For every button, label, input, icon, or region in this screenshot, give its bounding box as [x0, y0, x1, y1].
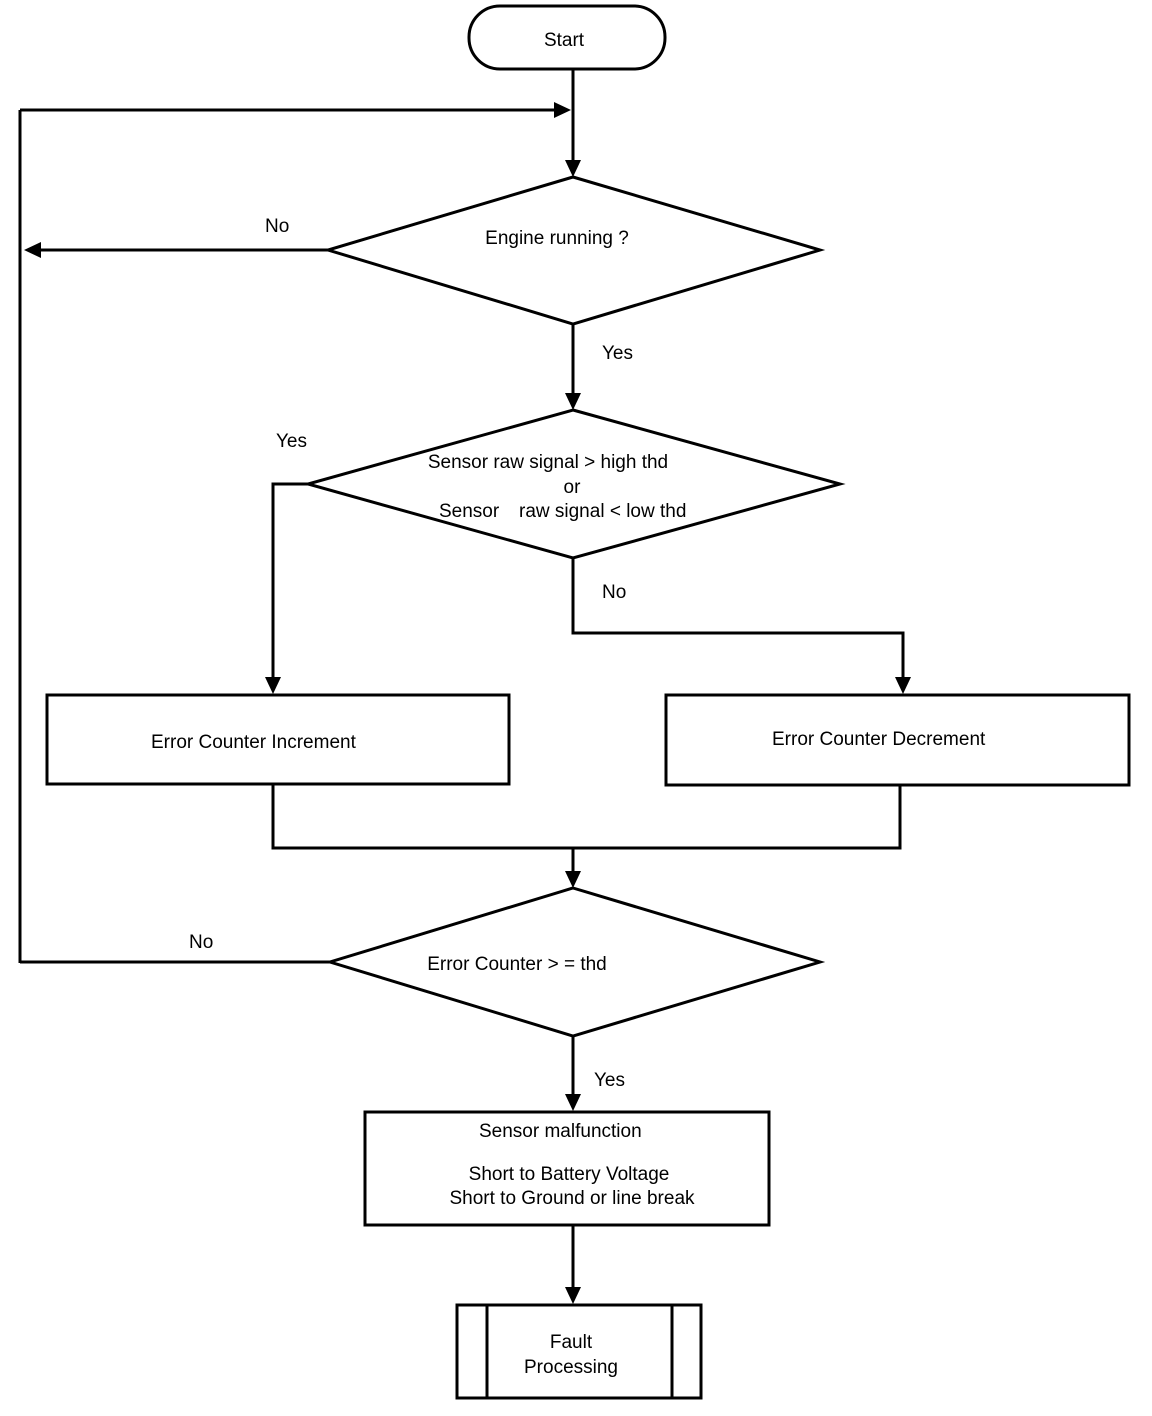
engine-decision-label: Engine running ? [485, 228, 629, 249]
counter-yes-label: Yes [594, 1070, 625, 1091]
counter-decision-label: Error Counter > = thd [427, 954, 607, 975]
error-counter-decrement-box [664, 693, 1131, 787]
sensor-decision-line2: or [564, 477, 582, 498]
malfunction-line2: Short to Ground or line break [449, 1188, 695, 1209]
decrement-label: Error Counter Decrement [772, 729, 986, 750]
sensor-decision-line3a: Sensor [439, 501, 500, 522]
arrowhead-to-fault [565, 1287, 581, 1304]
fault-line2: Processing [524, 1357, 618, 1378]
engine-no-label: No [265, 216, 289, 237]
increment-label: Error Counter Increment [151, 732, 357, 753]
sensor-decision-line1: Sensor raw signal > high thd [428, 452, 668, 473]
sensor-decision-line3b: raw signal < low thd [519, 501, 686, 522]
error-counter-increment-box [45, 693, 511, 786]
start-terminator [467, 4, 667, 71]
arrowhead-to-sensor-decision [565, 393, 581, 410]
arrowhead-to-decrement [895, 677, 911, 694]
sensor-yes-label: Yes [276, 431, 307, 452]
start-label: Start [544, 30, 585, 51]
malfunction-title: Sensor malfunction [479, 1121, 642, 1142]
arrowhead-to-malfunction [565, 1094, 581, 1111]
fault-processing-box [455, 1303, 703, 1400]
arrowhead-to-increment [265, 677, 281, 694]
fault-line1: Fault [550, 1332, 593, 1353]
engine-running-decision [322, 175, 826, 326]
arrowhead-loop-top [554, 102, 571, 118]
sensor-no-label: No [602, 582, 626, 603]
sensor-malfunction-box [363, 1110, 771, 1227]
engine-yes-label: Yes [602, 343, 633, 364]
sensor-yes-line [271, 482, 308, 680]
arrowhead-engine-no [24, 242, 41, 258]
merge-line [271, 784, 902, 850]
counter-no-label: No [189, 932, 213, 953]
arrowhead-to-counter-decision [565, 871, 581, 888]
sensor-no-line [571, 558, 905, 680]
arrowhead-to-engine-decision [565, 160, 581, 177]
malfunction-line1: Short to Battery Voltage [469, 1164, 670, 1185]
